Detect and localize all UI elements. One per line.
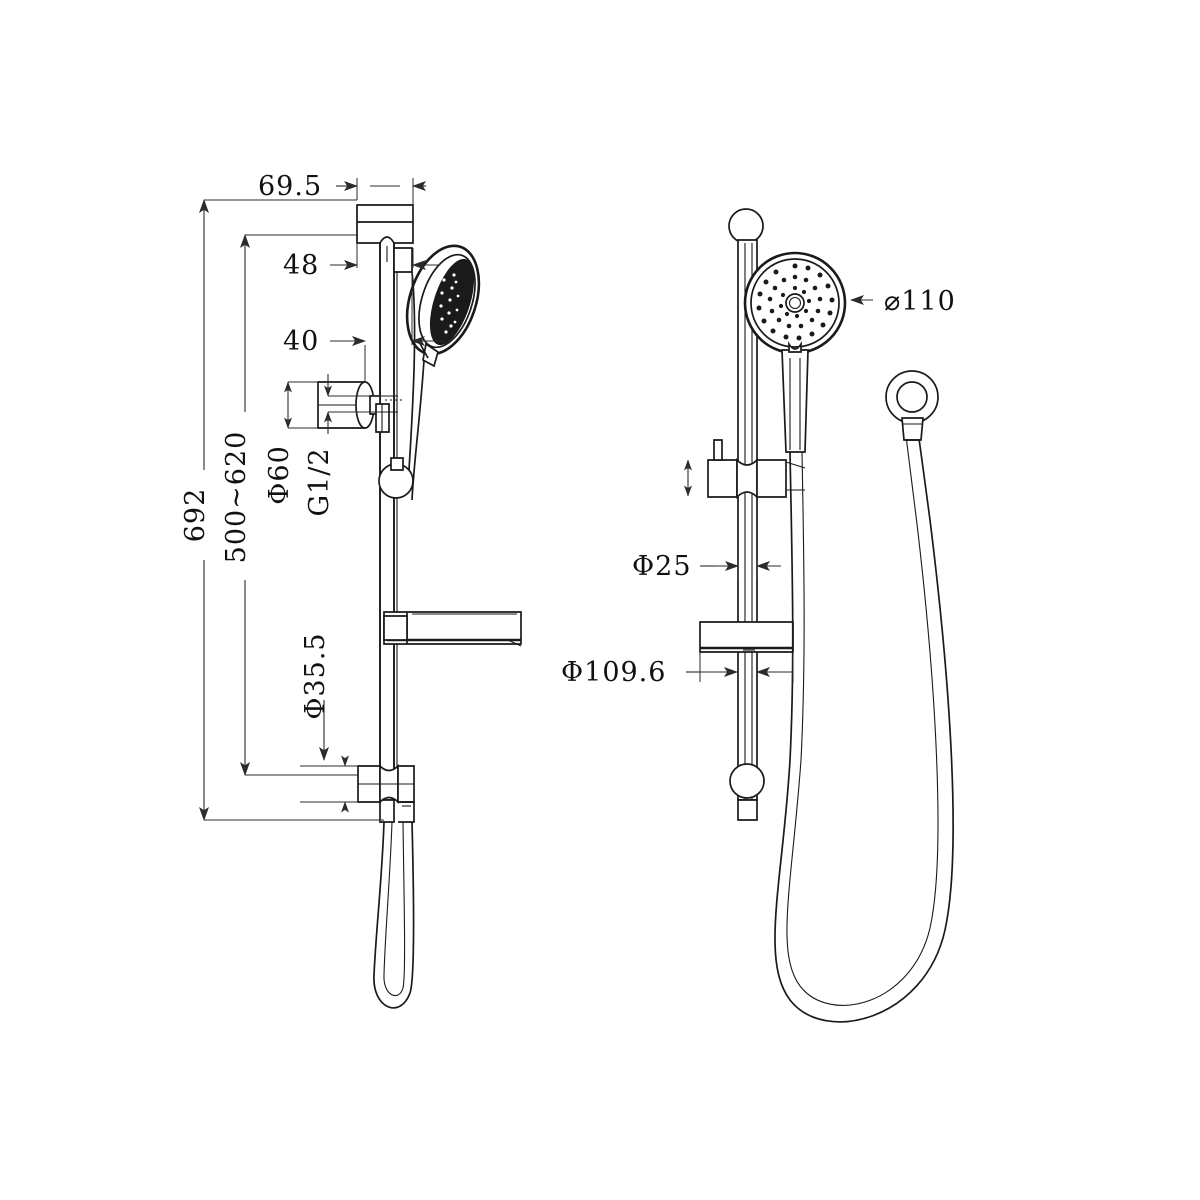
dimension-label-phi-110: ⌀110 <box>884 286 956 317</box>
dimension-label-692: 692 <box>180 488 211 543</box>
slide-rail-front <box>737 239 758 821</box>
slide-rail <box>379 236 398 823</box>
dimension-label-phi-60: Φ60 <box>264 445 295 505</box>
dimension-phi-110: ⌀110 <box>850 286 956 317</box>
lower-slider-bracket <box>357 763 415 823</box>
hand-shower-head-front <box>743 251 847 453</box>
dimension-phi-35-5: Φ35.5 <box>300 632 358 813</box>
dimension-g1-2: G1/2 <box>304 374 381 517</box>
dimension-label-48: 48 <box>283 250 319 281</box>
hand-shower-head-side <box>405 244 481 501</box>
hose-connector-nut <box>378 457 414 499</box>
dimension-label-g1-2: G1/2 <box>304 447 335 516</box>
dimension-69-5: 69.5 <box>258 171 426 208</box>
top-wall-bracket <box>356 204 414 244</box>
dimension-phi-25: Φ25 <box>632 551 781 582</box>
dimension-label-69-5: 69.5 <box>258 171 322 202</box>
hose-wall-inlet <box>885 370 939 441</box>
dimension-500-620: 500~620 <box>221 234 358 776</box>
flexible-shower-hose-left <box>373 821 415 1009</box>
dimension-692: 692 <box>180 199 384 821</box>
left-side-elevation-view: 69.5 48 40 <box>180 171 522 1009</box>
dimension-40: 40 <box>283 272 445 382</box>
right-view-dimensions: ⌀110 Φ25 Φ <box>561 286 956 688</box>
upper-slider-bracket <box>393 247 413 273</box>
rail-top-cap <box>728 208 764 244</box>
flexible-shower-hose-right <box>774 417 954 1023</box>
dimension-label-phi-35-5: Φ35.5 <box>300 632 331 719</box>
dimension-48: 48 <box>283 243 440 281</box>
dimension-phi-60: Φ60 <box>264 381 318 505</box>
soap-dish-shelf <box>383 611 522 647</box>
dimension-phi-109-6: Φ109.6 <box>561 652 794 688</box>
adjustable-slider-bracket <box>707 439 806 500</box>
dimension-label-phi-25: Φ25 <box>632 551 692 582</box>
right-front-elevation-view: ⌀110 Φ25 Φ <box>561 208 956 1023</box>
dimension-label-500-620: 500~620 <box>221 431 252 564</box>
left-view-dimensions: 69.5 48 40 <box>180 171 445 821</box>
dimension-label-phi-109-6: Φ109.6 <box>561 657 666 688</box>
rail-bottom-cap <box>729 763 765 799</box>
soap-dish-shelf-front <box>699 621 794 653</box>
dimension-label-40: 40 <box>283 326 319 357</box>
